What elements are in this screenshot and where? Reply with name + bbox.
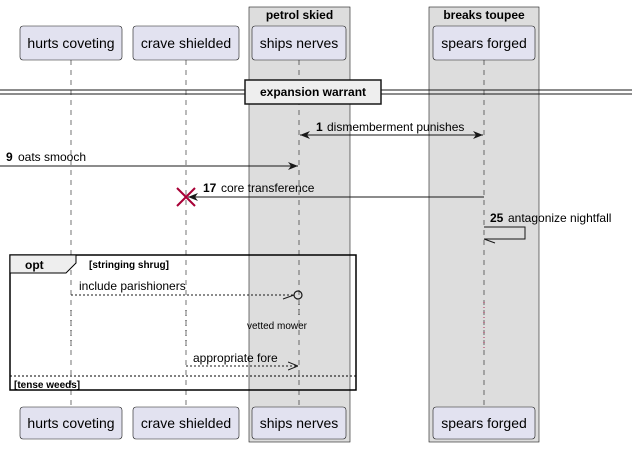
participant-crave-bottom[interactable]: crave shielded [132, 406, 240, 440]
divider: expansion warrant [0, 79, 632, 105]
message-number: 17 [203, 181, 217, 195]
message-label: oats smooch [18, 150, 86, 164]
lifelines [70, 60, 485, 407]
participant-ships-top[interactable]: ships nerves [251, 25, 347, 61]
participant-label: crave shielded [141, 415, 231, 431]
participant-spears-bottom[interactable]: spears forged [432, 406, 536, 440]
participant-hurts-top[interactable]: hurts coveting [19, 25, 123, 61]
continuation-marks [70, 304, 300, 350]
participant-label: crave shielded [141, 35, 231, 51]
opt-fragment: opt [stringing shrug] [tense weeds] [9, 254, 357, 391]
fragment-keyword: opt [25, 258, 44, 272]
participant-ships-bottom[interactable]: ships nerves [251, 406, 347, 440]
message-number: 1 [316, 120, 323, 134]
message-label: include parishioners [79, 279, 186, 293]
message-fore: appropriate fore [186, 351, 298, 366]
message-label: appropriate fore [193, 351, 278, 365]
group-title-breaks: breaks toupee [443, 8, 525, 22]
participant-label: hurts coveting [27, 35, 114, 51]
message-number: 9 [6, 150, 13, 164]
message-9: 9 oats smooch [0, 150, 298, 170]
divider-label: expansion warrant [260, 85, 366, 99]
vetted-mower-note: vetted mower [247, 321, 308, 332]
participant-label: hurts coveting [27, 415, 114, 431]
fragment-else-guard: [tense weeds] [14, 380, 80, 391]
message-label: dismemberment punishes [327, 120, 464, 134]
fragment-guard: [stringing shrug] [89, 260, 169, 271]
participant-hurts-bottom[interactable]: hurts coveting [19, 406, 123, 440]
message-label: core transference [221, 181, 315, 195]
group-title-petrol: petrol skied [266, 8, 333, 22]
destroy-icon [176, 187, 196, 207]
participant-crave-top[interactable]: crave shielded [132, 25, 240, 61]
message-25: 25 antagonize nightfall [483, 211, 611, 244]
participant-label: ships nerves [260, 415, 339, 431]
participant-spears-top[interactable]: spears forged [432, 25, 536, 61]
participant-label: ships nerves [260, 35, 339, 51]
message-include: include parishioners [71, 279, 303, 300]
message-label: antagonize nightfall [508, 211, 611, 225]
participant-label: spears forged [441, 415, 527, 431]
message-17: 17 core transference [176, 181, 484, 207]
message-number: 25 [490, 211, 504, 225]
group-box-petrol: petrol skied [248, 6, 351, 443]
participant-label: spears forged [441, 35, 527, 51]
message-1: 1 dismemberment punishes [300, 120, 483, 139]
